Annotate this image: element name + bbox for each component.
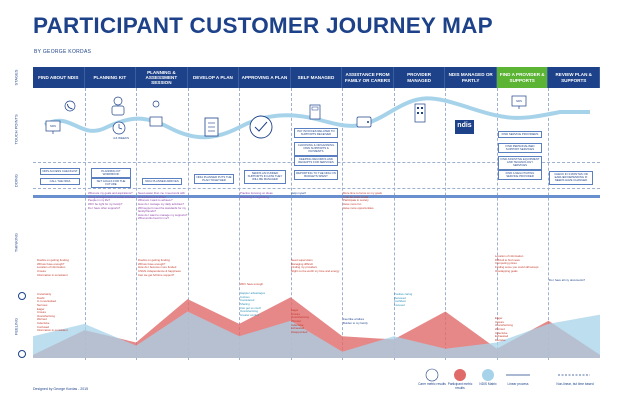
stage-develop-plan[interactable]: DEVELOP A PLAN (187, 67, 240, 88)
page-title: PARTICIPANT CUSTOMER JOURNEY MAP (33, 13, 493, 38)
legend-label: NDIS Matrix (479, 382, 497, 386)
column-divider (136, 88, 137, 360)
column-divider (445, 88, 446, 360)
touch-card: REPORTING TO THE NDIA ON BUDGETS SPENT (294, 170, 338, 181)
page-subtitle: BY GEORGE KORDAS (34, 49, 92, 55)
stage-bar: FIND ABOUT NDIS PLANNING KIT PLANNING & … (33, 67, 601, 88)
touch-card: KEEPING RECORDS AND RECEIPTS FOR SERVICE… (294, 156, 338, 167)
legend-carer-icon (425, 368, 439, 382)
row-label-stages: STAGES (13, 69, 19, 86)
touch-card: PAY INVOICES RELATED TO SUPPORTS RECEIVE… (294, 128, 338, 139)
credit-text: Designed by George Kordas - 2015 (33, 387, 89, 391)
legend-participant-icon (454, 369, 466, 381)
legend-label: Linear process (507, 382, 529, 386)
stage-review-plan[interactable]: REVIEW PLAN & SUPPORTS (548, 67, 601, 88)
column-divider (496, 88, 498, 360)
thinking-notes: What are my goals and aspirations?Living… (88, 191, 136, 210)
stage-planning-kit[interactable]: PLANNING KIT (84, 67, 137, 88)
stage-approving-plan[interactable]: APPROVING A PLAN (239, 67, 291, 88)
row-label-doing: DOING (13, 173, 19, 188)
doing-card: PLANNING KIT WORKBOOK (91, 168, 131, 179)
monitor-ndis-label: NDIS (516, 100, 522, 103)
touch-card: CHOOSING & ORGANISING OWN SUPPORTS & PAY… (294, 142, 338, 156)
stage-ndis-managed[interactable]: NDIS MANAGED OR PARTLY (445, 67, 497, 88)
legend-label: Carer metric results (418, 382, 446, 386)
column-divider (393, 88, 395, 360)
row-divider (33, 188, 600, 189)
column-divider (84, 88, 86, 360)
stage-assistance-family[interactable]: ASSISTANCE FROM FAMILY OR CARERS (342, 67, 394, 88)
row-separator-bar (33, 195, 600, 198)
stage-provider-managed[interactable]: PROVIDER MANAGED (393, 67, 446, 88)
doing-card: CHECK IN 3 MONTHS OR EARLIER DEPENDING I… (549, 171, 593, 185)
column-divider (239, 88, 240, 360)
row-label-feeling: FEELING (13, 317, 19, 336)
touch-card: FIND SERVICE PROVIDERS (498, 131, 542, 139)
column-divider (342, 88, 343, 360)
stage-self-managed[interactable]: SELF MANAGED (290, 67, 343, 88)
legend-label: Participant metric results (447, 382, 473, 390)
doing-card: SET GOALS FOR THE FUTURE (91, 178, 131, 189)
doing-card: CALL THE NDIA (40, 178, 80, 186)
touch-card: FIND ASSISTIVE EQUIPMENT AND TECHNOLOGY … (498, 156, 542, 170)
happy-face-icon (18, 292, 26, 300)
row-label-thinking: THINKING (13, 232, 19, 253)
legend-ndis-icon (482, 369, 494, 381)
column-divider (290, 88, 292, 360)
touch-card: FIND PERSONALISED SUPPORT SERVICES (498, 143, 542, 154)
monitor-ndis-label: NDIS (50, 125, 56, 128)
ndis-logo-text: ndis (457, 122, 472, 129)
legend-label: Non-linear, but time based (556, 382, 594, 386)
thinking-concerns: Do I have all my documents? (549, 278, 586, 282)
sad-face-icon (18, 350, 26, 358)
doing-card: NDIA PLANNER ARRIVES (142, 178, 182, 186)
thinking-concerns: Will I have enough (240, 282, 264, 286)
touch-card: FIND A NEGOTIATING SERVICE PROVIDER (498, 170, 542, 181)
thinking-notes: Help myself (291, 191, 306, 195)
column-divider (187, 88, 189, 360)
stage-planning-assessment[interactable]: PLANNING & ASSESSMENT SESSION (136, 67, 188, 88)
stage-find-provider[interactable]: FIND A PROVIDER & SUPPORTS (496, 67, 549, 88)
wait-time-label: 4-6 WEEKS (113, 136, 130, 140)
stage-find-about-ndis[interactable]: FIND ABOUT NDIS (33, 67, 85, 88)
doing-card: NDIA PLANNER PUTS THE PLAN TOGETHER (194, 174, 234, 185)
doing-card: NDIS ACCESS CHECKLIST (40, 168, 80, 176)
column-divider (548, 88, 549, 360)
row-label-touch-points: TOUCH POINTS (13, 114, 19, 145)
doing-card: SENDS AN FUNDED SUPPORTS IN HOW THEY WIL… (244, 170, 286, 184)
